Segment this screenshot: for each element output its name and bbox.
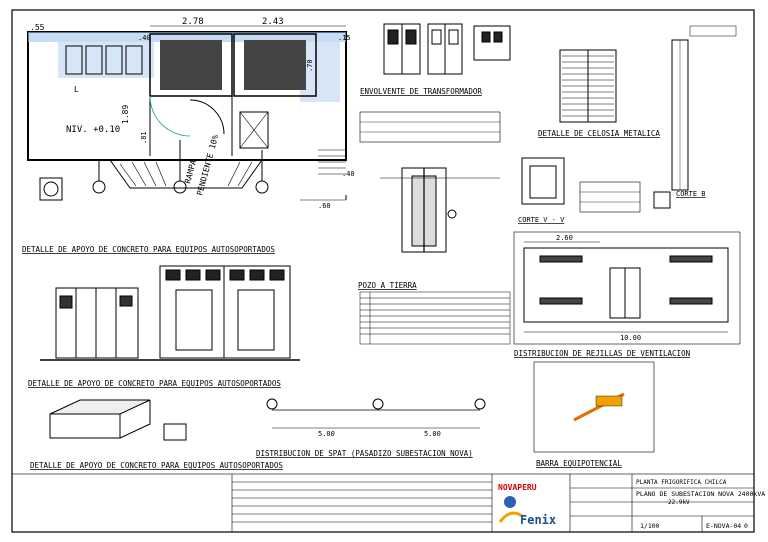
slope-label: PENDIENTE 10% [195,134,220,197]
ramp-label: RAMPA [183,159,198,185]
apoyo-1-title: DETALLE DE APOYO DE CONCRETO PARA EQUIPO… [22,245,275,254]
revision-value: 0 [744,522,748,530]
barra-title: BARRA EQUIPOTENCIAL [536,459,622,468]
envolvente-detail [359,23,511,143]
envolvente-title: ENVOLVENTE DE TRANSFORMADOR [360,87,482,96]
level-label: NIV. +0.10 [66,125,120,135]
apoyo-2-title: DETALLE DE APOYO DE CONCRETO PARA EQUIPO… [28,379,281,388]
transformer-cell-1 [149,33,233,97]
dim-left-small: .55 [30,23,45,32]
apoyo-3-title: DETALLE DE APOYO DE CONCRETO PARA EQUIPO… [30,461,283,470]
spat-title: DISTRIBUCION DE SPAT (PASADIZO SUBESTACI… [256,449,473,458]
scale-value: 1/100 [640,522,660,530]
celosia-title: DETALLE DE CELOSIA METALICA [538,129,660,138]
project-voltage: 22.9kV [668,499,690,506]
spat-dim-a: 5.00 [318,430,335,438]
spat-detail [266,398,486,429]
sheet-code: E-NOVA-04 [706,522,741,530]
brand-fenix: Fenix [520,513,556,527]
pozo-section [380,167,500,253]
plant-name: PLANTA FRIGORIFICA CHILCA [636,479,727,486]
brand-novaperu: NOVAPERU [498,483,537,492]
dim-vertical: 1.89 [121,105,130,124]
dim-right-c: .81 [140,131,148,144]
equipment-elevation [40,265,300,361]
title-block [11,473,755,533]
dim-bottom-b: .60 [318,202,331,210]
dim-left-mid: .40 [138,34,151,42]
celosia-detail [559,25,737,191]
rejillas-detail [513,231,741,345]
dim-right-small: .15 [338,34,351,42]
project-title: PLANO DE SUBESTACION NOVA 2400kVA [636,490,765,498]
dim-top-right: 2.43 [262,17,284,27]
fenix-logo-icon [498,511,523,523]
barra-detail [533,361,655,453]
pozo-title: POZO A TIERRA [358,281,417,290]
novaperu-logo-icon [504,496,516,508]
corte-vv [521,157,671,213]
dim-right-b: .70 [306,59,314,72]
corte-b-title: CORTE B [676,190,706,198]
transformer-cell-2 [233,33,317,97]
apoyo-2-detail [49,399,187,441]
dim-bottom-a: .40 [342,170,355,178]
pozo-table [359,291,511,345]
rejillas-title: DISTRIBUCION DE REJILLAS DE VENTILACION [514,349,690,358]
letter-l: L [74,85,79,94]
rejilla-dim-bottom: 10.00 [620,334,641,342]
corte-vv-title: CORTE V - V [518,216,565,224]
spat-dim-b: 5.00 [424,430,441,438]
dim-top-left: 2.78 [182,17,204,27]
rejilla-dim-top: 2.60 [556,234,573,242]
substation-plan [27,25,347,201]
